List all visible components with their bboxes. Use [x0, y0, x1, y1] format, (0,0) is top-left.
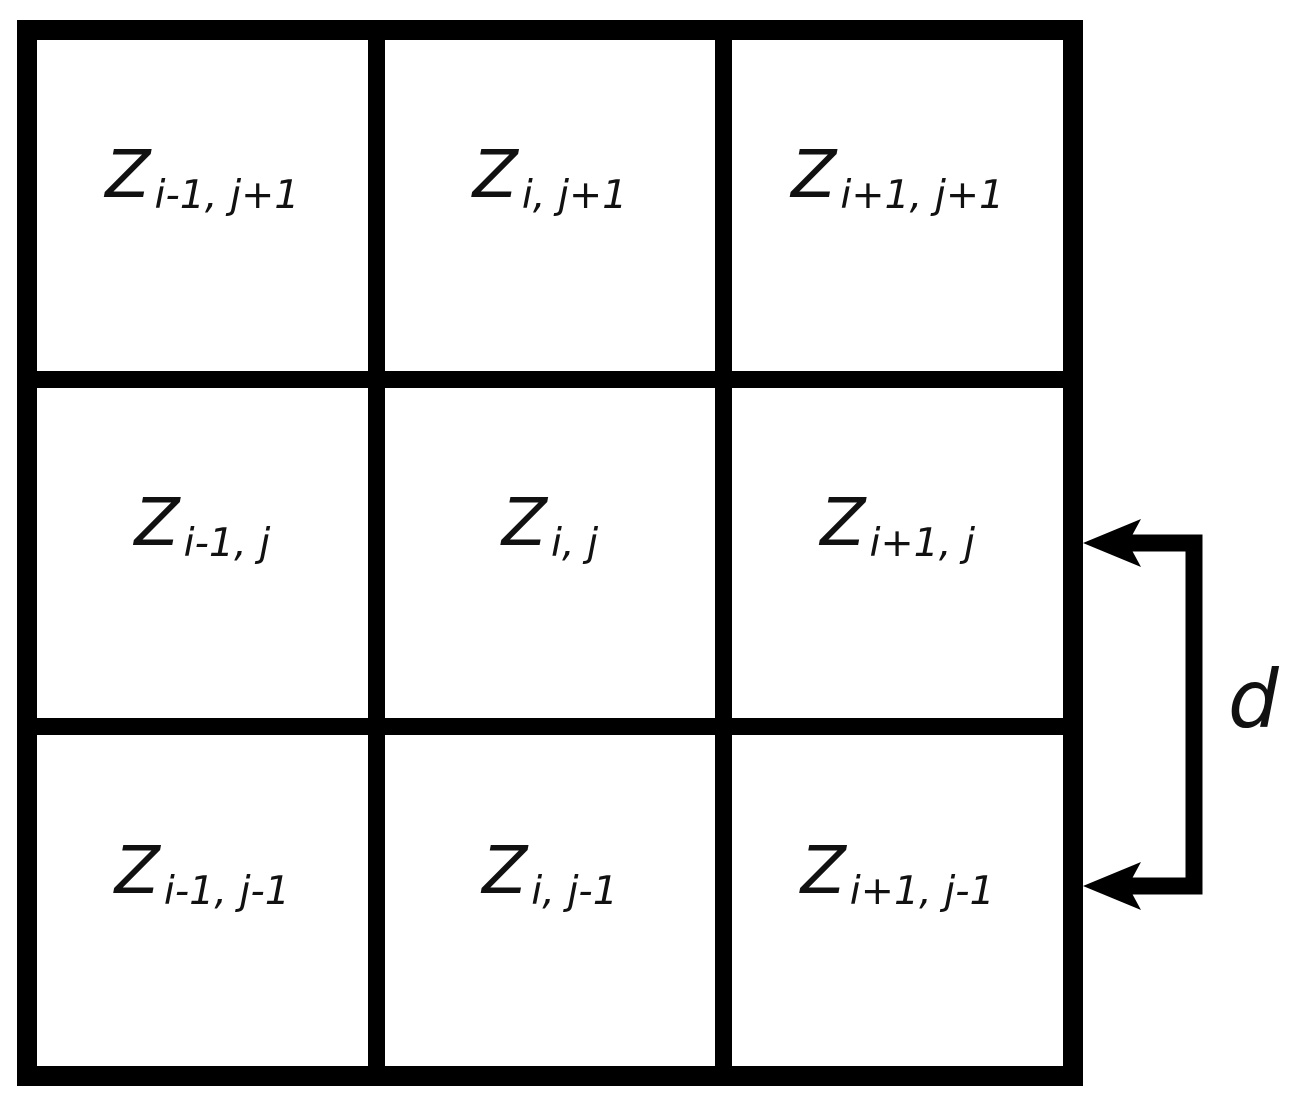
cell-ip1-jm1: Zi+1, j-1 [732, 735, 1063, 1066]
z-subscript: i-1, j [183, 520, 271, 567]
z-base: Z [105, 136, 152, 214]
z-subscript: i+1, j [869, 520, 976, 567]
z-base: Z [800, 831, 847, 909]
cell-i-jp1: Zi, j+1 [384, 40, 716, 371]
z-base: Z [472, 136, 519, 214]
cell-label: Zi, j [502, 484, 598, 566]
z-subscript: i-1, j+1 [154, 172, 300, 219]
cell-label: Zi, j-1 [482, 832, 618, 914]
z-subscript: i, j-1 [531, 867, 618, 914]
cell-label: Zi, j+1 [473, 136, 628, 218]
cell-i-j: Zi, j [384, 387, 716, 719]
cell-label: Zi+1, j [820, 484, 975, 566]
cell-ip1-jp1: Zi+1, j+1 [732, 40, 1063, 371]
arrow-left-icon [1083, 862, 1141, 910]
arrow-left-icon [1083, 519, 1141, 567]
cell-label: Zi+1, j-1 [801, 832, 995, 914]
z-base: Z [501, 483, 549, 561]
cell-im1-j: Zi-1, j [37, 387, 368, 719]
z-subscript: i+1, j+1 [840, 172, 1005, 219]
z-base: Z [482, 831, 529, 909]
cell-label: Zi+1, j+1 [791, 136, 1004, 218]
z-subscript: i-1, j-1 [163, 867, 290, 914]
cell-label: Zi-1, j [134, 484, 270, 566]
dimension-label: d [1228, 653, 1279, 746]
z-subscript: i+1, j-1 [849, 867, 995, 914]
cell-i-jm1: Zi, j-1 [384, 735, 716, 1066]
cell-ip1-j: Zi+1, j [732, 387, 1063, 719]
z-base: Z [820, 483, 867, 561]
z-base: Z [114, 831, 161, 909]
cell-label: Zi-1, j+1 [105, 136, 299, 218]
bracket-line [1120, 534, 1203, 895]
z-subscript: i, j [551, 520, 599, 567]
z-subscript: i, j+1 [521, 172, 628, 219]
z-base: Z [791, 136, 838, 214]
cell-label: Zi-1, j-1 [115, 832, 290, 914]
cell-im1-jp1: Zi-1, j+1 [37, 40, 368, 371]
z-base: Z [134, 483, 181, 561]
cell-im1-jm1: Zi-1, j-1 [37, 735, 368, 1066]
neighborhood-grid: Zi-1, j+1 Zi, j+1 Zi+1, j+1 Zi-1, j Zi, … [17, 20, 1083, 1086]
